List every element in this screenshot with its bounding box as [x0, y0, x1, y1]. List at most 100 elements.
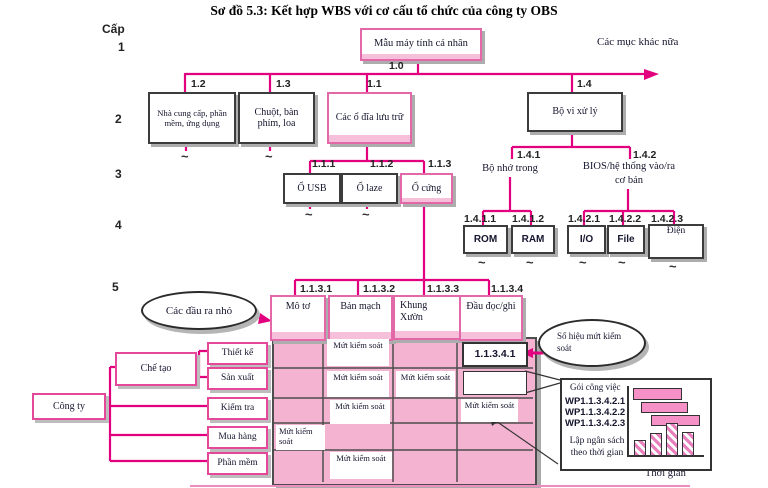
node-motor-label: Mô tơ — [285, 301, 311, 312]
org-dept-production: Sản xuất — [207, 367, 268, 390]
control-account-cell: Mứt kiểm soát — [330, 400, 390, 424]
node-dien-label: Điện — [666, 226, 686, 236]
node-file-label: File — [617, 233, 635, 245]
node-root: Mẫu máy tính cá nhân — [360, 28, 482, 61]
budget-bar — [650, 433, 662, 456]
control-account-cell: Mứt kiểm soát — [330, 452, 392, 479]
node-1-4-1-label: Bộ nhớ trong — [482, 163, 538, 174]
node-banmach: Bản mạch — [328, 295, 393, 341]
node-1-1-3-label: Ổ cứng — [411, 182, 442, 194]
node-1-2: Nhà cung cấp, phần mềm, ứng dụng — [148, 92, 236, 144]
node-1-4-1-id: 1.4.1 — [517, 149, 541, 161]
control-account-cell: Mứt kiểm soát — [396, 371, 455, 397]
node-1-1: Các ổ đĩa lưu trữ — [327, 92, 412, 144]
work-package-item: WP1.1.3.4.2.3 — [565, 418, 626, 429]
gantt-task-bar — [633, 388, 682, 400]
node-rom-label: ROM — [473, 233, 498, 245]
org-dept-production-label: Sản xuất — [221, 373, 254, 384]
work-package-note: Lập ngân sách theo thời gian — [569, 436, 625, 458]
node-1-1-2-id: 1.1.2 — [370, 158, 394, 170]
org-dept-purchasing: Mua hàng — [207, 426, 268, 449]
node-1-1-1: Ổ USB — [283, 173, 341, 204]
control-account-cell: Mứt kiểm soát — [327, 339, 389, 366]
level-2: 2 — [115, 112, 122, 126]
truncation-tilde: ~ — [362, 207, 370, 222]
decorative-strip — [395, 331, 461, 338]
node-1-4-2-2-id: 1.4.2.2 — [609, 213, 642, 225]
node-dien: Điện — [648, 224, 704, 259]
node-root-id: 1.0 — [389, 60, 404, 72]
node-1-1-1-id: 1.1.1 — [312, 158, 336, 170]
org-dept-testing: Kiểm tra — [207, 397, 268, 420]
matrix-grid — [272, 337, 533, 482]
arrow-right-icon — [644, 69, 659, 80]
level-4: 4 — [115, 218, 122, 232]
node-1-2-id: 1.2 — [191, 78, 206, 90]
org-dept-software: Phần mềm — [207, 452, 268, 475]
org-company-label: Công ty — [53, 400, 85, 412]
node-khung-label: Khung Xườn — [400, 300, 428, 323]
node-file: File — [607, 225, 645, 254]
truncation-tilde: ~ — [478, 255, 486, 270]
node-1-1-3-id: 1.1.3 — [428, 158, 452, 170]
control-account-id-box: 1.1.3.4.1 — [462, 342, 528, 367]
account-number-label: Số hiệu mứt kiểm soát — [557, 331, 622, 353]
node-1-3: Chuột, bàn phím, loa — [238, 92, 315, 144]
node-banmach-label: Bản mạch — [340, 301, 381, 312]
org-manufacturing: Chế tạo — [115, 352, 197, 386]
node-1-4: Bộ vi xử lý — [527, 92, 623, 132]
truncation-tilde: ~ — [618, 255, 626, 270]
control-account-cell: Mứt kiểm soát — [276, 425, 325, 450]
truncation-tilde: ~ — [305, 207, 313, 222]
gantt-axes — [627, 386, 704, 457]
truncation-tilde: ~ — [181, 149, 189, 164]
node-1-1-3-3-id: 1.1.3.3 — [427, 283, 460, 295]
decorative-strip — [402, 198, 451, 202]
decorative-strip — [272, 332, 324, 339]
org-dept-design-label: Thiết kế — [221, 348, 254, 359]
node-1-4-2-label: BIOS/hệ thống vào/ra cơ bản — [582, 161, 676, 186]
node-1-1-id: 1.1 — [367, 78, 382, 90]
truncation-tilde: ~ — [669, 259, 677, 274]
node-1-4-2-1-id: 1.4.2.1 — [568, 213, 601, 225]
truncation-tilde: ~ — [579, 255, 587, 270]
node-1-3-label: Chuột, bàn phím, loa — [254, 106, 299, 130]
gantt-task-bar — [641, 402, 688, 413]
control-account-cell: Mứt kiểm soát — [461, 399, 518, 422]
node-1-2-label: Nhà cung cấp, phần mềm, ứng dụng — [157, 107, 227, 128]
node-motor: Mô tơ — [270, 295, 326, 341]
node-1-1-3-1-id: 1.1.3.1 — [300, 283, 333, 295]
org-company: Công ty — [32, 393, 106, 420]
decorative-strip — [362, 54, 480, 59]
node-1-4-2-id: 1.4.2 — [633, 149, 657, 161]
node-khung: Khung Xườn — [393, 295, 463, 340]
org-dept-software-label: Phần mềm — [217, 458, 258, 469]
work-package-item: WP1.1.3.4.2.1 — [565, 396, 626, 407]
account-number-callout: Số hiệu mứt kiểm soát — [538, 319, 646, 367]
projection-lines — [495, 370, 561, 465]
node-io: I/O — [567, 225, 606, 254]
node-1-4-1-1-id: 1.4.1.1 — [464, 213, 497, 225]
node-io-label: I/O — [579, 233, 594, 245]
node-daudoc-label: Đầu đọc/ghi — [466, 301, 516, 312]
node-ram: RAM — [511, 225, 555, 254]
truncation-tilde: ~ — [265, 149, 273, 164]
other-items-label: Các mục khác nữa — [597, 36, 679, 48]
org-dept-testing-label: Kiểm tra — [220, 403, 255, 414]
control-account-cell: Mứt kiểm soát — [327, 371, 389, 397]
decorative-strip — [330, 332, 391, 339]
node-1-4-1-2-id: 1.4.1.2 — [512, 213, 545, 225]
node-1-4-2-3-id: 1.4.2.3 — [651, 213, 684, 225]
node-1-1-3-2-id: 1.1.3.2 — [363, 283, 396, 295]
node-1-4-label: Bộ vi xử lý — [552, 106, 598, 118]
decorative-strip — [461, 332, 521, 339]
time-axis-label: Thời gian — [645, 468, 686, 479]
expanded-cell-box — [463, 371, 527, 395]
node-rom: ROM — [463, 225, 508, 254]
truncation-tilde: ~ — [526, 255, 534, 270]
org-dept-design: Thiết kế — [207, 342, 268, 365]
small-deliverables-callout: Các đầu ra nhỏ — [141, 291, 257, 330]
node-1-3-id: 1.3 — [276, 78, 291, 90]
node-1-1-2: Ổ laze — [341, 173, 398, 204]
node-1-1-1-label: Ổ USB — [297, 182, 327, 194]
